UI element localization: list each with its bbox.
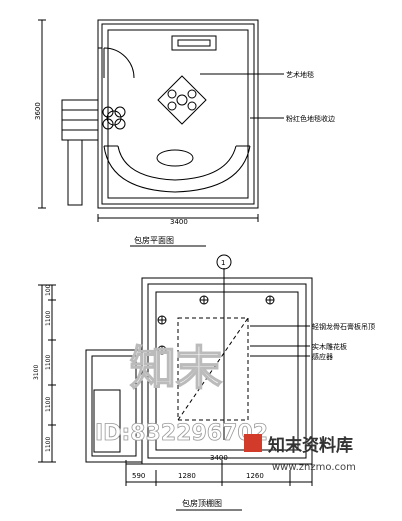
label-wood-panel: 实木雕花板 (312, 342, 347, 351)
watermark-url: www.znzmo.com (272, 462, 356, 473)
label-sensor: 感应器 (312, 352, 333, 361)
floor-plan (38, 19, 284, 247)
watermark-logo: 知末 (130, 341, 222, 395)
dim-width-top: 3400 (170, 218, 188, 226)
ceiling-light (265, 295, 275, 305)
ceiling-plan-title: 包房顶棚图 (182, 498, 222, 508)
ceiling-light (199, 295, 209, 305)
dim-left-segment: 1100 (45, 311, 52, 326)
grid-bubble-label: 1 (221, 259, 225, 267)
ceiling-light (157, 315, 167, 325)
dim-total-width: 3400 (210, 454, 228, 462)
watermark-brand: 知末资料库 (267, 435, 353, 456)
dim-left-segment: 1100 (45, 355, 52, 370)
dim-left-segment: 1100 (45, 397, 52, 412)
dim-segment: 590 (132, 472, 145, 480)
ceiling-light (157, 345, 167, 355)
label-gypsum-ceiling: 轻钢龙骨石膏板吊顶 (312, 322, 375, 331)
top-plan-title: 包房平面图 (134, 235, 174, 245)
dim-height-top: 3600 (34, 102, 42, 120)
brand-logo-icon (244, 434, 262, 452)
ceiling-plan (38, 254, 313, 511)
dim-left-total: 3100 (33, 365, 40, 380)
label-carpet-edging: 粉红色地毯收边 (286, 114, 335, 123)
dim-left-segment: 1100 (45, 437, 52, 452)
label-art-carpet: 艺术地毯 (286, 70, 314, 79)
dim-left-segment: 100 (45, 284, 52, 296)
dim-segment: 1280 (178, 472, 196, 480)
watermark-id: ID:832296702 (95, 421, 268, 446)
watermark: 知末 ID:832296702 知末资料库 www.znzmo.com (95, 340, 356, 473)
dim-segment: 1260 (246, 472, 264, 480)
